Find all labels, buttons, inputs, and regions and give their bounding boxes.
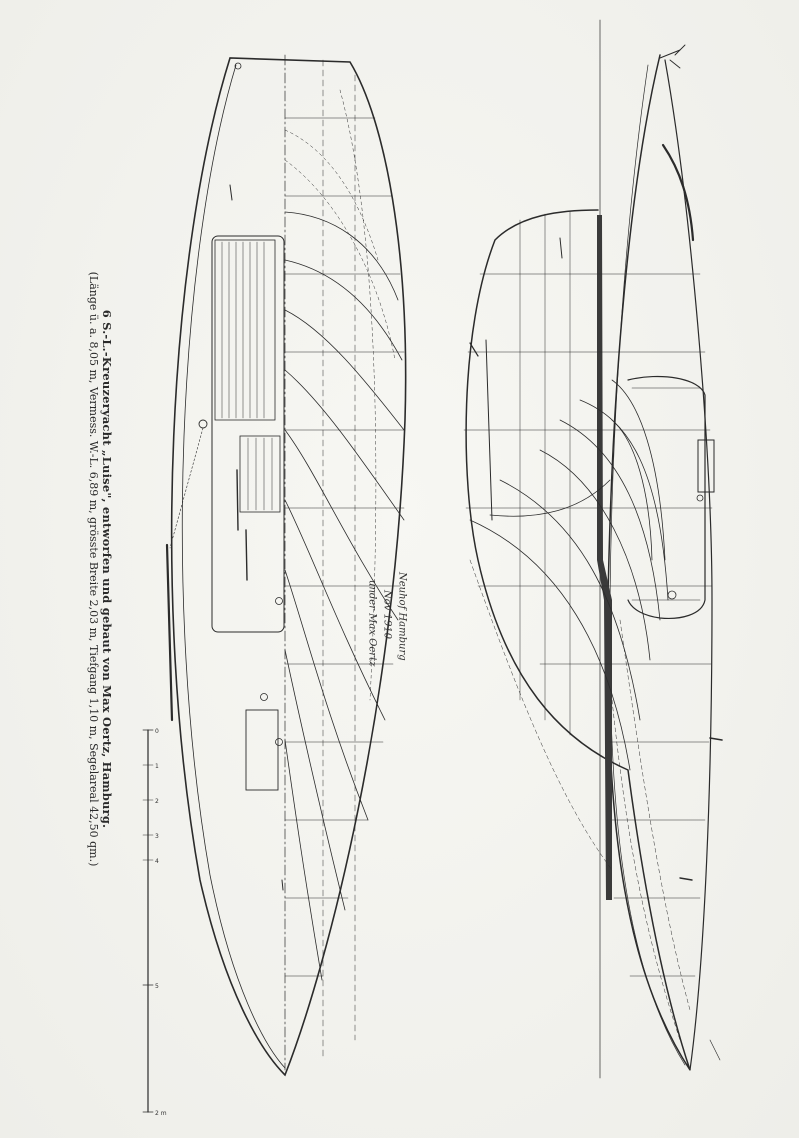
rudder <box>627 375 706 620</box>
diagonal-curves <box>284 89 396 701</box>
stern-mark <box>709 1039 721 1061</box>
stern-cleat <box>679 877 693 881</box>
designer-signature: Neuhof Hamburg Nov 1910 under Max Oertz <box>365 572 410 712</box>
deck-fitting <box>260 693 268 701</box>
section-curves <box>284 211 405 981</box>
deck-plan-view <box>165 54 407 1077</box>
pintle <box>667 590 677 600</box>
hull-profile-outline <box>465 54 691 1071</box>
tiller-head <box>697 439 715 493</box>
signature-line: Nov 1910 <box>381 590 393 640</box>
caption-title: 6 S.-L.-Kreuzeryacht „Luise", entworfen … <box>100 309 114 829</box>
scale-tick-label: 2 <box>155 798 159 805</box>
hatch-planking <box>247 437 273 511</box>
signature-line: under Max Oertz <box>366 580 378 667</box>
scale-tick-label: 0 <box>155 728 159 735</box>
deck-sheer-line <box>664 59 713 1071</box>
sheet-line <box>169 427 204 549</box>
cabin-planking <box>221 241 265 419</box>
rudder-stock <box>631 387 701 601</box>
profile-station-lines <box>463 273 713 977</box>
profile-view <box>463 19 723 1079</box>
cockpit-coaming <box>211 235 285 633</box>
bow-chock <box>669 44 686 69</box>
station-lines <box>284 117 406 977</box>
bow-fitting <box>234 62 242 70</box>
scale-unit-label: 2 m <box>155 1110 167 1117</box>
profile-body-curves <box>469 379 669 771</box>
scale-bar-labels: 0 1 2 3 4 5 2 m <box>155 728 167 1117</box>
forestay-fitting <box>659 49 681 59</box>
floor-timber <box>489 479 611 517</box>
bowsprit <box>661 143 695 242</box>
deck-inner-sheer <box>181 64 286 1069</box>
chock <box>281 879 284 891</box>
scale-tick-label: 4 <box>155 858 159 865</box>
keel-strake <box>597 215 612 900</box>
pintle <box>696 494 704 502</box>
caption-dimensions: (Länge ü. a. 8,05 m, Vermess. W.-L. 6,89… <box>87 271 100 867</box>
mast-step <box>485 339 493 521</box>
traveller-rail <box>165 543 174 722</box>
cleat <box>236 469 239 531</box>
scale-tick-label: 3 <box>155 833 159 840</box>
after-hatch <box>245 709 279 791</box>
deck-fitting <box>275 738 283 746</box>
mast-partner <box>469 342 479 357</box>
chock <box>229 184 233 201</box>
cabin-top <box>214 239 276 421</box>
deck-fitting <box>275 597 283 605</box>
profile-dashed-lines <box>469 559 691 1041</box>
signature-line: Neuhof Hamburg <box>396 572 408 661</box>
forehatch-fitting <box>559 237 563 259</box>
scale-tick-label: 5 <box>155 983 159 990</box>
scale-tick-label: 1 <box>155 763 159 770</box>
rabbet-line <box>609 64 686 1066</box>
cleat <box>245 529 248 581</box>
mast-fitting <box>198 419 208 429</box>
deck-hull-outline <box>170 57 407 1077</box>
mooring-bollard <box>709 737 723 741</box>
hatch <box>239 435 281 513</box>
profile-buttock-lines <box>519 211 571 736</box>
drawing-caption: 6 S.-L.-Kreuzeryacht „Luise", entworfen … <box>86 229 114 909</box>
scale-bar <box>142 729 154 1113</box>
